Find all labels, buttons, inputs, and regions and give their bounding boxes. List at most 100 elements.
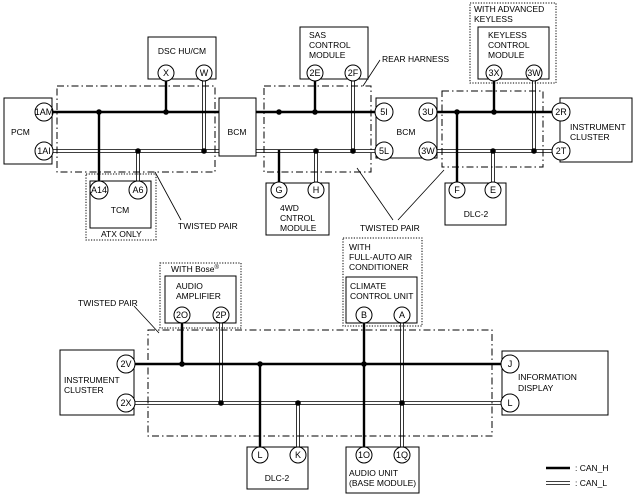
- climate-label-1: CLIMATE: [350, 281, 387, 291]
- sas-pin-2e: [306, 64, 324, 82]
- bcm-right-label: BCM: [397, 127, 416, 137]
- fwd-label-3: MODULE: [280, 223, 317, 233]
- bcm-pin-3u: [418, 102, 438, 122]
- with-fullauto-label-1: WITH: [349, 242, 371, 252]
- audio-pin-1q: [393, 446, 411, 464]
- bcm-pin-3w: [418, 141, 438, 161]
- dlc-top-pin-f: [448, 181, 466, 199]
- twisted-pair-zone-right: [441, 90, 544, 168]
- climate-pin-b: [355, 306, 373, 324]
- twisted-pair-leader-2b: [397, 169, 445, 221]
- can-l-drops-bottom: [219, 322, 404, 448]
- climate-pin-b-label: B: [361, 310, 367, 320]
- instrument-cluster-bottom-label-2: CLUSTER: [64, 385, 104, 395]
- info-display-label-1: INFORMATION: [518, 372, 577, 382]
- amp-pin-2o: [173, 306, 191, 324]
- bcm-pin-5i: [374, 102, 394, 122]
- twisted-pair-leader-3: [133, 305, 160, 334]
- rear-harness-leader: [362, 59, 381, 87]
- audio-amp-label-2: AMPLIFIER: [176, 291, 221, 301]
- junction-dots-bottom: [179, 361, 405, 406]
- bcm-pin-3u-label: 3U: [422, 107, 434, 117]
- dsc-pin-w: [195, 64, 213, 82]
- information-display: [501, 350, 609, 416]
- fullauto-outline: [342, 237, 423, 327]
- dlc-bottom-pin-k-label: K: [295, 450, 301, 460]
- climate-pin-a: [393, 306, 411, 324]
- twisted-pair-zone-left: [56, 85, 216, 173]
- dlc-top-pin-f-label: F: [454, 185, 460, 195]
- fwd-pin-g-label: G: [275, 185, 282, 195]
- twisted-pair-label-2: TWISTED PAIR: [360, 223, 420, 233]
- tcm-pin-a6: [128, 180, 148, 200]
- keyless-pin-3x-label: 3X: [488, 68, 499, 78]
- dsc-hucm-label: DSC HU/CM: [158, 46, 206, 56]
- bcm-pin-5l: [374, 141, 394, 161]
- tcm-pin-a14-label: A14: [91, 185, 107, 195]
- junction-dots-top: [96, 109, 537, 154]
- keyless-label-2: CONTROL: [488, 40, 530, 50]
- fwd-pin-g: [270, 181, 288, 199]
- bcm-pin-3w-label: 3W: [421, 146, 435, 156]
- ic-pin-2v: [116, 354, 136, 374]
- info-pin-l: [500, 393, 520, 413]
- amp-pin-2p-label: 2P: [215, 310, 226, 320]
- ic-pin-2v-label: 2V: [120, 359, 131, 369]
- fwd-pin-h-label: H: [313, 185, 320, 195]
- sas-label-2: CONTROL: [309, 40, 351, 50]
- dsc-pin-x: [157, 64, 175, 82]
- legend: : CAN_H : CAN_L: [546, 463, 609, 488]
- twisted-pair-leader-1: [154, 171, 182, 221]
- keyless-pin-3w-label: 3W: [527, 68, 541, 78]
- pcm-pin-1ai: [34, 141, 54, 161]
- sas-pin-2f: [344, 64, 362, 82]
- dsc-pin-w-label: W: [200, 68, 209, 78]
- dlc-bottom-pin-l: [251, 446, 269, 464]
- info-display-label-2: DISPLAY: [518, 383, 554, 393]
- tcm-label: TCM: [111, 205, 129, 215]
- keyless-pin-3w: [525, 64, 543, 82]
- bcm-pin-5i-label: 5I: [380, 107, 388, 117]
- with-fullauto-label-2: FULL-AUTO AIR: [349, 252, 412, 262]
- rear-harness-label: REAR HARNESS: [382, 54, 449, 64]
- climate-pin-a-label: A: [399, 310, 405, 320]
- info-pin-j-label: J: [508, 359, 513, 369]
- audio-pin-1o-label: 1O: [358, 450, 370, 460]
- bose-outline: [159, 262, 242, 329]
- fwd-label-1: 4WD: [280, 203, 299, 213]
- legend-can-h-label: : CAN_H: [575, 463, 609, 473]
- dlc-top-pin-e: [484, 181, 502, 199]
- dlc2-bottom-label: DLC-2: [265, 473, 290, 483]
- sas-label-3: MODULE: [309, 50, 346, 60]
- keyless-label-1: KEYLESS: [488, 30, 527, 40]
- instrument-cluster-top-label-2: CLUSTER: [570, 132, 610, 142]
- atx-only-label: ATX ONLY: [101, 229, 142, 239]
- bcm-left-label: BCM: [228, 127, 247, 137]
- audio-amp-label-1: AUDIO: [176, 281, 203, 291]
- twisted-pair-label-1: TWISTED PAIR: [178, 221, 238, 231]
- audio-unit-label-1: AUDIO UNIT: [349, 468, 398, 478]
- pcm-label: PCM: [11, 127, 30, 137]
- can-l-drops-top: [136, 80, 536, 183]
- pcm-pin-1am-label: 1AM: [35, 107, 54, 117]
- dlc-bottom-pin-k: [289, 446, 307, 464]
- ic-pin-2t-label: 2T: [556, 146, 567, 156]
- audio-pin-1q-label: 1Q: [396, 450, 408, 460]
- dlc-top-pin-e-label: E: [490, 185, 496, 195]
- can-h-drops-top: [97, 80, 496, 183]
- audio-unit-label-2: (BASE MODULE): [349, 478, 416, 488]
- keyless-label-3: MODULE: [488, 50, 525, 60]
- bcm-left-module: [218, 97, 257, 157]
- climate-label-2: CONTROL UNIT: [350, 291, 413, 301]
- bcm-pin-5l-label: 5L: [379, 146, 389, 156]
- with-advanced-keyless-label-1: WITH ADVANCED: [474, 4, 544, 14]
- keyless-pin-3x: [485, 64, 503, 82]
- legend-can-l-swatch: [546, 481, 570, 485]
- pcm-pin-1ai-label: 1AI: [37, 146, 51, 156]
- twisted-pair-label-3: TWISTED PAIR: [78, 298, 138, 308]
- ic-pin-2x-label: 2X: [120, 398, 131, 408]
- amp-pin-2p: [212, 306, 230, 324]
- with-advanced-keyless-label-2: KEYLESS: [474, 14, 513, 24]
- instrument-cluster-top-label-1: INSTRUMENT: [570, 122, 626, 132]
